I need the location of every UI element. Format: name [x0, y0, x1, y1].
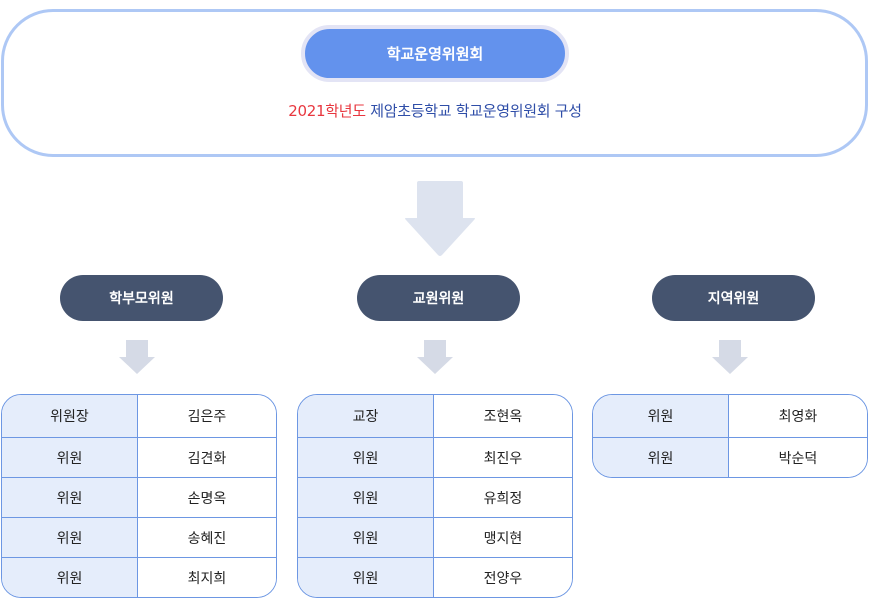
member-name: 박순덕 [729, 438, 867, 477]
table-row: 교장 조현옥 [298, 395, 572, 437]
down-arrow-icon [119, 340, 155, 374]
table-row: 위원 손명옥 [2, 477, 276, 517]
subtitle-year: 2021학년도 [288, 102, 366, 120]
down-arrow-icon [712, 340, 748, 374]
table-row: 위원 최지희 [2, 557, 276, 597]
member-role: 위원 [298, 478, 434, 517]
member-role: 위원 [593, 395, 729, 437]
table-row: 위원 김견화 [2, 437, 276, 477]
committee-title-pill: 학교운영위원회 [301, 25, 569, 82]
committee-title: 학교운영위원회 [386, 45, 484, 63]
member-role: 위원장 [2, 395, 138, 437]
member-role: 위원 [298, 438, 434, 477]
category-label: 학부모위원 [109, 291, 174, 307]
member-role: 위원 [2, 518, 138, 557]
table-row: 위원 최영화 [593, 395, 867, 437]
table-row: 위원 전양우 [298, 557, 572, 597]
subtitle-text: 제암초등학교 학교운영위원회 구성 [370, 102, 582, 120]
member-role: 위원 [298, 558, 434, 597]
table-row: 위원 박순덕 [593, 437, 867, 477]
category-pill-parents: 학부모위원 [60, 275, 223, 321]
category-pill-community: 지역위원 [652, 275, 815, 321]
table-row: 위원 송혜진 [2, 517, 276, 557]
member-name: 유희정 [434, 478, 572, 517]
member-name: 김은주 [138, 395, 276, 437]
category-pill-teachers: 교원위원 [357, 275, 520, 321]
down-arrow-icon [417, 340, 453, 374]
member-name: 조현옥 [434, 395, 572, 437]
category-label: 교원위원 [412, 291, 465, 307]
member-role: 교장 [298, 395, 434, 437]
table-row: 위원 유희정 [298, 477, 572, 517]
member-name: 최진우 [434, 438, 572, 477]
member-role: 위원 [593, 438, 729, 477]
table-row: 위원장 김은주 [2, 395, 276, 437]
category-label: 지역위원 [707, 291, 760, 307]
member-role: 위원 [2, 438, 138, 477]
member-role: 위원 [298, 518, 434, 557]
member-name: 김견화 [138, 438, 276, 477]
committee-subtitle: 2021학년도 제암초등학교 학교운영위원회 구성 [0, 100, 870, 121]
member-name: 전양우 [434, 558, 572, 597]
down-arrow-icon [405, 181, 475, 256]
member-role: 위원 [2, 558, 138, 597]
community-member-table: 위원 최영화 위원 박순덕 [592, 394, 868, 478]
member-name: 최영화 [729, 395, 867, 437]
member-name: 송혜진 [138, 518, 276, 557]
parents-member-table: 위원장 김은주 위원 김견화 위원 손명옥 위원 송혜진 위원 최지희 [1, 394, 277, 598]
member-name: 최지희 [138, 558, 276, 597]
table-row: 위원 맹지현 [298, 517, 572, 557]
member-role: 위원 [2, 478, 138, 517]
table-row: 위원 최진우 [298, 437, 572, 477]
teachers-member-table: 교장 조현옥 위원 최진우 위원 유희정 위원 맹지현 위원 전양우 [297, 394, 573, 598]
member-name: 맹지현 [434, 518, 572, 557]
member-name: 손명옥 [138, 478, 276, 517]
